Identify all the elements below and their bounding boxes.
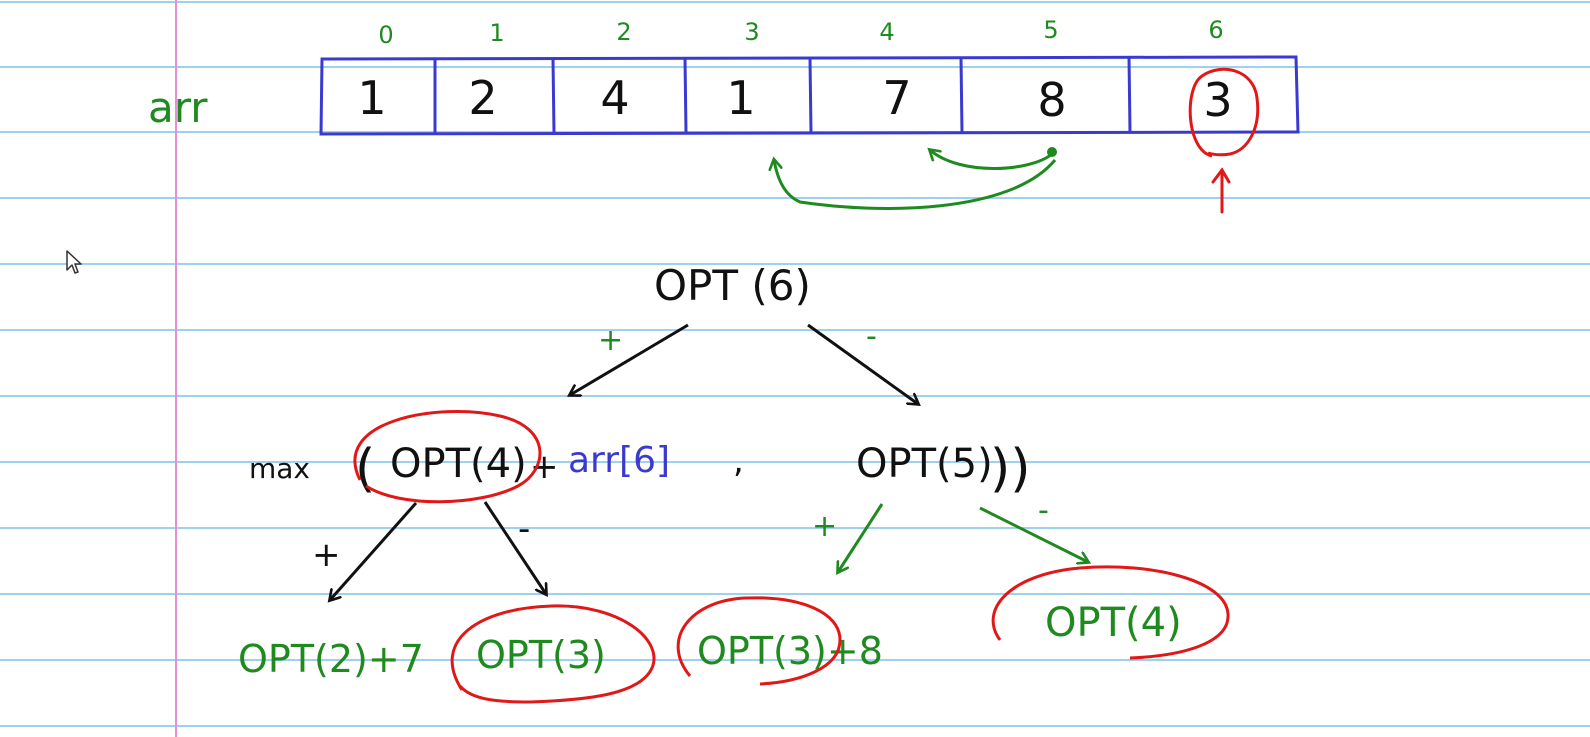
array-cell-1: 2 — [468, 71, 497, 125]
array-indices: 0 1 2 3 4 5 6 — [378, 16, 1223, 49]
curve-arrow-to-4 — [930, 150, 1053, 170]
opt5-plus-label: + — [812, 509, 837, 544]
arr-6-term: arr[6] — [568, 440, 670, 481]
max-word: max — [249, 452, 310, 485]
leaf-opt-3: OPT(3) — [476, 633, 606, 677]
plus-sign: + — [530, 447, 559, 487]
index-1: 1 — [489, 19, 504, 47]
opt-4-term: OPT(4) — [390, 441, 527, 487]
opt4-plus-label: + — [312, 535, 341, 575]
array-cell-0: 1 — [357, 71, 386, 125]
red-pointer-arrow — [1211, 167, 1231, 214]
array-label: arr — [148, 83, 208, 132]
leaf-opt-2-plus-7: OPT(2)+7 — [238, 637, 424, 681]
opt5-minus-branch — [979, 506, 1088, 562]
array-box — [319, 55, 1300, 136]
mouse-pointer-icon — [66, 250, 82, 276]
index-2: 2 — [616, 18, 631, 46]
root-left-branch — [570, 323, 689, 395]
opt4-plus-branch — [330, 502, 418, 600]
tree-root: OPT (6) — [654, 261, 811, 310]
opt5-plus-branch — [838, 503, 884, 572]
array-cell-4: 7 — [882, 71, 911, 125]
index-6: 6 — [1208, 16, 1223, 44]
opt4-minus-label: - — [518, 509, 530, 549]
highlight-opt-4 — [353, 410, 542, 504]
array-cell-6: 3 — [1203, 73, 1232, 127]
array-values: 1 2 4 1 7 8 3 — [357, 71, 1232, 127]
leaf-opt-4: OPT(4) — [1045, 600, 1182, 646]
leaf-opt-3-plus-8: OPT(3)+8 — [697, 629, 883, 673]
highlight-circle-cell-6 — [1188, 67, 1260, 158]
opt5-minus-label: - — [1038, 493, 1049, 528]
open-paren: ( — [355, 439, 375, 499]
highlight-leaf-opt-3 — [450, 604, 656, 704]
opt4-minus-branch — [483, 501, 546, 594]
array-cell-5: 8 — [1037, 73, 1066, 127]
index-3: 3 — [744, 18, 759, 46]
root-plus-label: + — [598, 323, 623, 358]
index-4: 4 — [879, 18, 894, 46]
root-minus-label: - — [866, 319, 877, 354]
close-parens: )) — [990, 439, 1031, 499]
index-0: 0 — [378, 21, 393, 49]
root-right-branch — [807, 323, 918, 404]
array-cell-3: 1 — [726, 71, 755, 125]
curve-arrow-to-3 — [774, 160, 1057, 210]
array-cell-2: 4 — [600, 71, 629, 125]
highlight-leaf-opt-3-plus-8 — [676, 596, 842, 686]
index-5: 5 — [1043, 16, 1058, 44]
comma: , — [733, 441, 744, 481]
opt-5-term: OPT(5) — [856, 441, 993, 487]
highlight-leaf-opt-4 — [991, 565, 1230, 660]
